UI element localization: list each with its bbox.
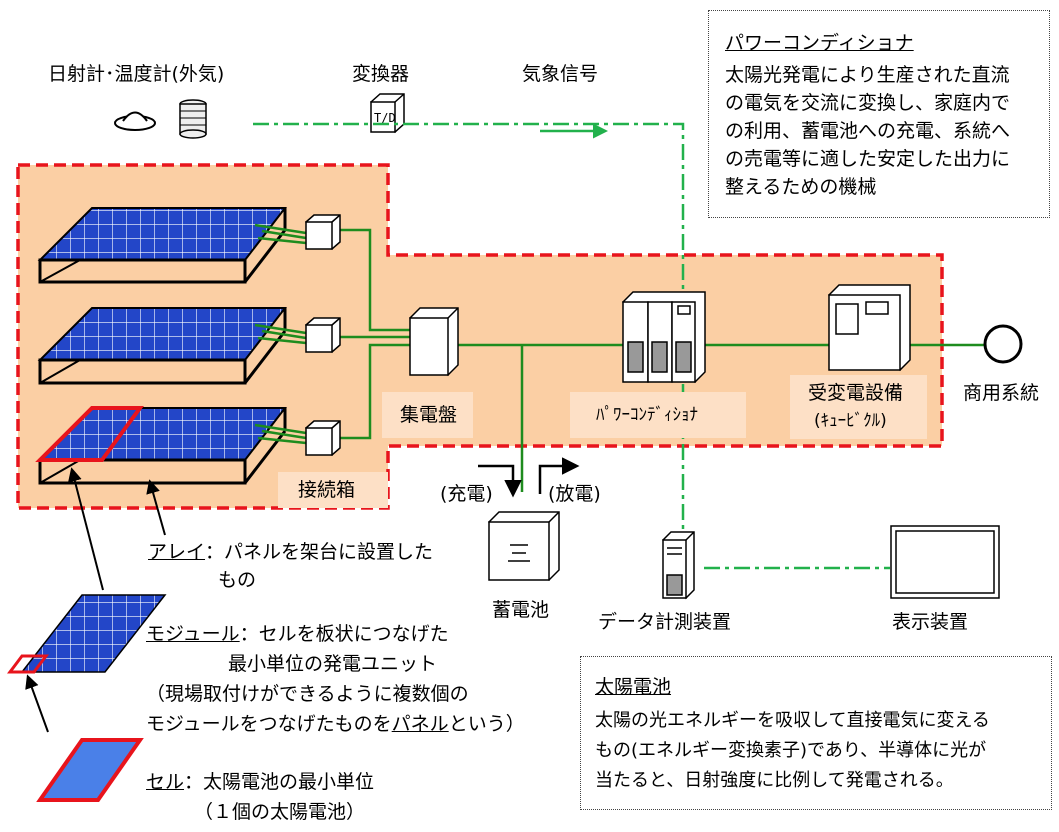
battery-icon: [487, 511, 560, 582]
collector-panel-label: 集電盤: [400, 404, 458, 426]
charge-label: (充電): [440, 483, 493, 505]
battery-label: 蓄電池: [492, 599, 550, 621]
collector-label-bg: [382, 392, 473, 438]
array-definition: アレイ：パネルを架台に設置した: [148, 541, 434, 563]
array-definition-cont: もの: [218, 569, 257, 591]
cell-in-module-highlight: [7, 654, 49, 674]
cubicle-label: (ｷｭｰﾋﾞｸﾙ): [814, 411, 887, 431]
pcs-definition-title: パワーコンディショナ: [725, 32, 914, 54]
array-2: [37, 307, 288, 385]
solar-cell-definition-line: 当たると、日射強度に比例して発電される。: [595, 770, 954, 791]
junction-box-icons: [304, 214, 341, 457]
discharge-arrow: [538, 457, 580, 494]
substation-icon: [827, 284, 911, 372]
pcs-definition-box: パワーコンディショナ 太陽光発電により生産された直流 の電気を交流に変換し、家庭…: [708, 10, 1050, 218]
pcs-definition-line: 太陽光発電により生産された直流: [725, 64, 1010, 86]
solar-cell-definition-line: もの(エネルギー変換素子)であり、半導体に光が: [595, 740, 987, 761]
collector-panel-icon: [409, 307, 459, 377]
pcs-definition-line: の売電等に適した安定した出力に: [725, 148, 1011, 170]
solar-cell-definition-box: 太陽電池 太陽の光エネルギーを吸収して直接電気に変える もの(エネルギー変換素子…: [580, 656, 1052, 810]
pcs-label: ﾊﾟﾜｰｺﾝﾃﾞｨｼｮﾅ: [596, 405, 698, 425]
pcs-definition-line: の利用、蓄電池への充電、系統へ: [725, 120, 1011, 142]
module-definition-note2: モジュールをつなげたものをパネルという）: [146, 713, 525, 735]
pointer-cell: [25, 674, 49, 733]
pyranometer-icon: [114, 111, 156, 131]
solar-cell-definition-line: 太陽の光エネルギーを吸収して直接電気に変える: [595, 710, 990, 731]
svg-text:T/D: T/D: [374, 111, 396, 125]
module-definition-cont: 最小単位の発電ユニット: [228, 653, 438, 675]
junction-box-label: 接続箱: [298, 479, 356, 501]
pointer-array: [146, 479, 166, 536]
converter-icon: T/D: [369, 93, 405, 134]
pcs-label-bg: [570, 392, 746, 438]
grid-icon: [983, 324, 1023, 364]
junction-label-bg: [278, 472, 388, 508]
cell-definition-cont: （１個の太陽電池）: [194, 801, 366, 823]
display-icon: [890, 525, 1000, 599]
array-wires: [254, 223, 985, 492]
power-conditioner-icon: [621, 291, 706, 384]
thermometer-icon: [179, 99, 207, 139]
data-device-label: データ計測装置: [598, 611, 732, 633]
grid-label: 商用系統: [963, 382, 1040, 404]
module-highlight: [35, 406, 144, 462]
module-definition-note: （現場取付けができるように複数個の: [146, 683, 469, 705]
sensor-label: 日射計･温度計(外気): [48, 63, 225, 85]
module-definition: モジュール：セルを板状につなげた: [146, 623, 449, 645]
pointer-module: [68, 467, 104, 591]
module-icon: [20, 594, 167, 673]
converter-label: 変換器: [352, 63, 410, 85]
charge-arrow: [478, 464, 522, 498]
substation-label: 受変電設備: [808, 382, 904, 404]
pcs-definition-line: の電気を交流に変換し、家庭内で: [725, 92, 1011, 114]
discharge-label: (放電): [548, 483, 601, 505]
cell-icon: [36, 738, 144, 802]
cell-definition: セル：太陽電池の最小単位: [146, 771, 375, 793]
weather-signal-label: 気象信号: [522, 63, 599, 85]
solar-cell-definition-title: 太陽電池: [595, 676, 672, 698]
pcs-definition-line: 整えるための機械: [725, 176, 877, 198]
display-label: 表示装置: [892, 611, 969, 633]
data-device-icon: [662, 531, 695, 600]
array-1: [37, 207, 288, 284]
array-3: [35, 406, 288, 485]
substation-label-bg: [790, 375, 927, 439]
